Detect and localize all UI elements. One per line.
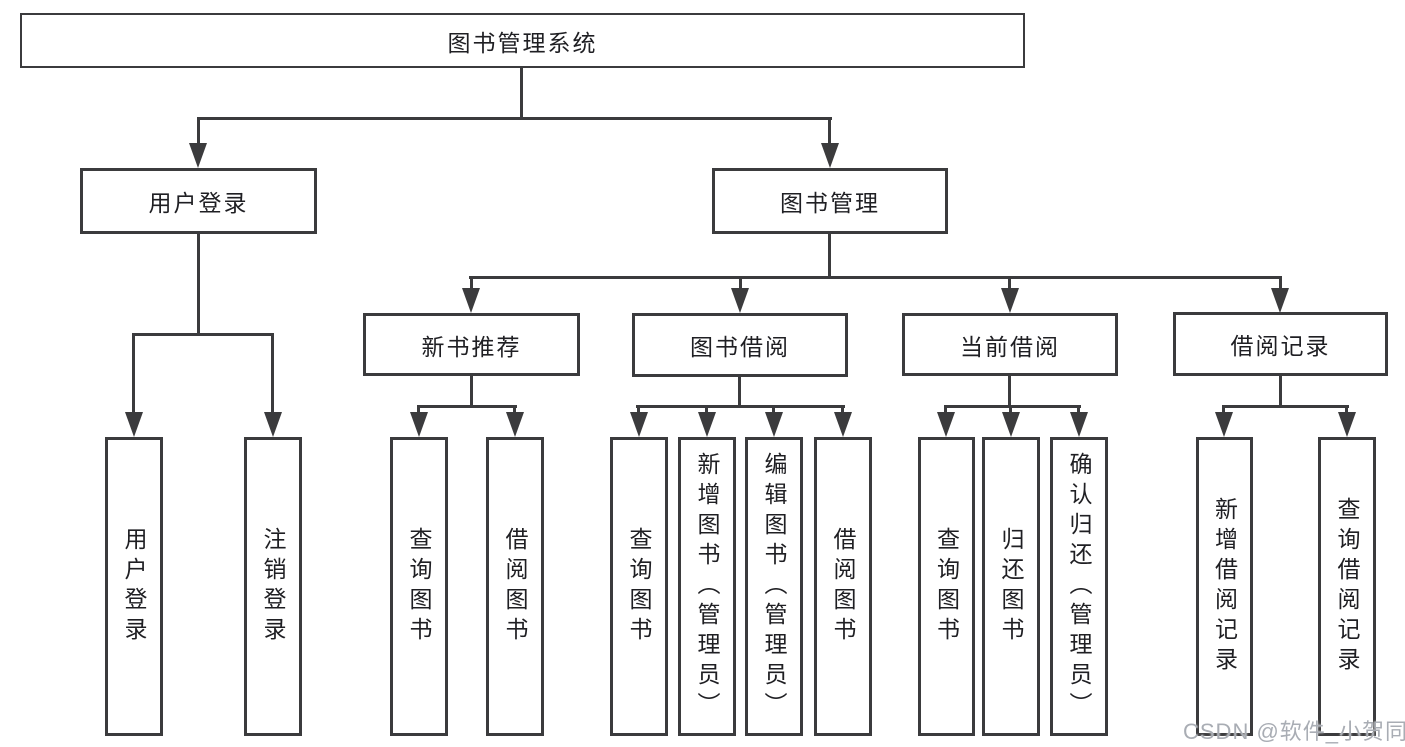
connector-level3-stem bbox=[1279, 276, 1282, 292]
csdn-watermark: CSDN @软件_小贺同学 bbox=[1183, 719, 1405, 744]
arrow-down-icon bbox=[765, 412, 783, 437]
node-cb-return-books-label: 归还图书 bbox=[998, 526, 1024, 647]
arrow-down-icon bbox=[264, 412, 282, 437]
arrow-down-icon bbox=[731, 288, 749, 313]
connector-level2-branch bbox=[197, 117, 832, 120]
arrow-down-icon bbox=[834, 412, 852, 437]
connector-leaf-stem bbox=[944, 405, 947, 415]
connector-root-stem bbox=[520, 66, 523, 120]
arrow-down-icon bbox=[1070, 412, 1088, 437]
arrow-down-icon bbox=[1001, 288, 1019, 313]
arrow-down-icon bbox=[1271, 288, 1289, 313]
arrow-down-icon bbox=[125, 412, 143, 437]
connector-book-management-stem bbox=[828, 117, 831, 147]
node-logout: 注销登录 bbox=[244, 437, 302, 736]
arrow-down-icon bbox=[462, 288, 480, 313]
node-br-query-borrow-record-label: 查询借阅记录 bbox=[1334, 496, 1360, 677]
node-bb-query-books-label: 查询图书 bbox=[626, 526, 652, 647]
node-cb-return-books: 归还图书 bbox=[982, 437, 1040, 736]
node-root: 图书管理系统 bbox=[20, 13, 1025, 68]
node-borrowing-records: 借阅记录 bbox=[1173, 312, 1388, 376]
connector-leaf-stem bbox=[705, 405, 708, 415]
arrow-down-icon bbox=[937, 412, 955, 437]
connector-leaf-stem bbox=[271, 333, 274, 415]
connector-leaf-stem bbox=[513, 405, 516, 415]
connector-bb-down bbox=[738, 374, 741, 408]
connector-user-login-branch bbox=[132, 333, 274, 336]
connector-bb-branch bbox=[636, 405, 845, 408]
node-borrowing-records-label: 借阅记录 bbox=[1230, 333, 1331, 359]
node-nbr-borrow-books: 借阅图书 bbox=[486, 437, 544, 736]
node-current-borrowing: 当前借阅 bbox=[902, 313, 1118, 376]
node-book-management-label: 图书管理 bbox=[780, 190, 880, 216]
node-cb-query-books: 查询图书 bbox=[918, 437, 975, 736]
node-user-login-leaf: 用户登录 bbox=[105, 437, 163, 736]
connector-cb-down bbox=[1008, 374, 1011, 408]
node-bb-add-books-admin: 新增图书（管理员） bbox=[678, 437, 736, 736]
connector-leaf-stem bbox=[841, 405, 844, 415]
arrow-down-icon bbox=[1215, 412, 1233, 437]
node-new-book-recommendation: 新书推荐 bbox=[363, 313, 580, 376]
connector-book-management-down bbox=[828, 231, 831, 279]
connector-user-login-stem bbox=[197, 117, 200, 147]
connector-leaf-stem bbox=[1222, 405, 1225, 415]
arrow-down-icon bbox=[506, 412, 524, 437]
node-bb-query-books: 查询图书 bbox=[610, 437, 668, 736]
node-bb-borrow-books-label: 借阅图书 bbox=[830, 526, 856, 647]
node-nbr-query-books: 查询图书 bbox=[390, 437, 448, 736]
node-cb-confirm-return-admin: 确认归还（管理员） bbox=[1050, 437, 1108, 736]
connector-leaf-stem bbox=[772, 405, 775, 415]
arrow-down-icon bbox=[821, 143, 839, 168]
connector-nbr-down bbox=[470, 374, 473, 408]
node-nbr-borrow-books-label: 借阅图书 bbox=[502, 526, 528, 647]
node-br-add-borrow-record-label: 新增借阅记录 bbox=[1211, 496, 1238, 677]
node-book-management: 图书管理 bbox=[712, 168, 948, 234]
arrow-down-icon bbox=[1338, 412, 1356, 437]
node-new-book-recommendation-label: 新书推荐 bbox=[421, 333, 522, 360]
arrow-down-icon bbox=[410, 412, 428, 437]
connector-leaf-stem bbox=[132, 333, 135, 415]
node-bb-edit-books-admin-label: 编辑图书（管理员） bbox=[761, 451, 787, 722]
connector-level3-stem bbox=[739, 276, 742, 292]
node-bb-borrow-books: 借阅图书 bbox=[814, 437, 872, 736]
arrow-down-icon bbox=[189, 143, 207, 168]
node-br-add-borrow-record: 新增借阅记录 bbox=[1196, 437, 1253, 736]
node-user-login-leaf-label: 用户登录 bbox=[121, 526, 147, 647]
node-current-borrowing-label: 当前借阅 bbox=[960, 333, 1060, 360]
node-br-query-borrow-record: 查询借阅记录 bbox=[1318, 437, 1376, 736]
node-user-login-label: 用户登录 bbox=[148, 190, 249, 216]
connector-user-login-down bbox=[197, 232, 200, 336]
node-cb-confirm-return-admin-label: 确认归还（管理员） bbox=[1066, 451, 1092, 722]
arrow-down-icon bbox=[630, 412, 648, 437]
connector-leaf-stem bbox=[417, 405, 420, 415]
connector-level3-branch bbox=[469, 276, 1282, 279]
node-bb-add-books-admin-label: 新增图书（管理员） bbox=[694, 451, 720, 722]
connector-br-branch bbox=[1223, 405, 1349, 408]
connector-br-down bbox=[1279, 374, 1282, 408]
node-bb-edit-books-admin: 编辑图书（管理员） bbox=[745, 437, 803, 736]
connector-leaf-stem bbox=[1077, 405, 1080, 415]
node-nbr-query-books-label: 查询图书 bbox=[406, 526, 432, 647]
node-book-borrowing-label: 图书借阅 bbox=[690, 334, 790, 360]
connector-leaf-stem bbox=[637, 405, 640, 415]
node-cb-query-books-label: 查询图书 bbox=[933, 526, 960, 647]
node-user-login: 用户登录 bbox=[80, 168, 317, 234]
connector-level3-stem bbox=[470, 276, 473, 292]
connector-level3-stem bbox=[1008, 276, 1011, 292]
node-root-label: 图书管理系统 bbox=[447, 29, 598, 56]
connector-leaf-stem bbox=[1345, 405, 1348, 415]
connector-leaf-stem bbox=[1009, 405, 1012, 415]
arrow-down-icon bbox=[1002, 412, 1020, 437]
arrow-down-icon bbox=[698, 412, 716, 437]
node-logout-label: 注销登录 bbox=[260, 526, 286, 647]
connector-cb-branch bbox=[944, 405, 1081, 408]
node-book-borrowing: 图书借阅 bbox=[632, 313, 848, 377]
connector-nbr-branch bbox=[417, 405, 517, 408]
